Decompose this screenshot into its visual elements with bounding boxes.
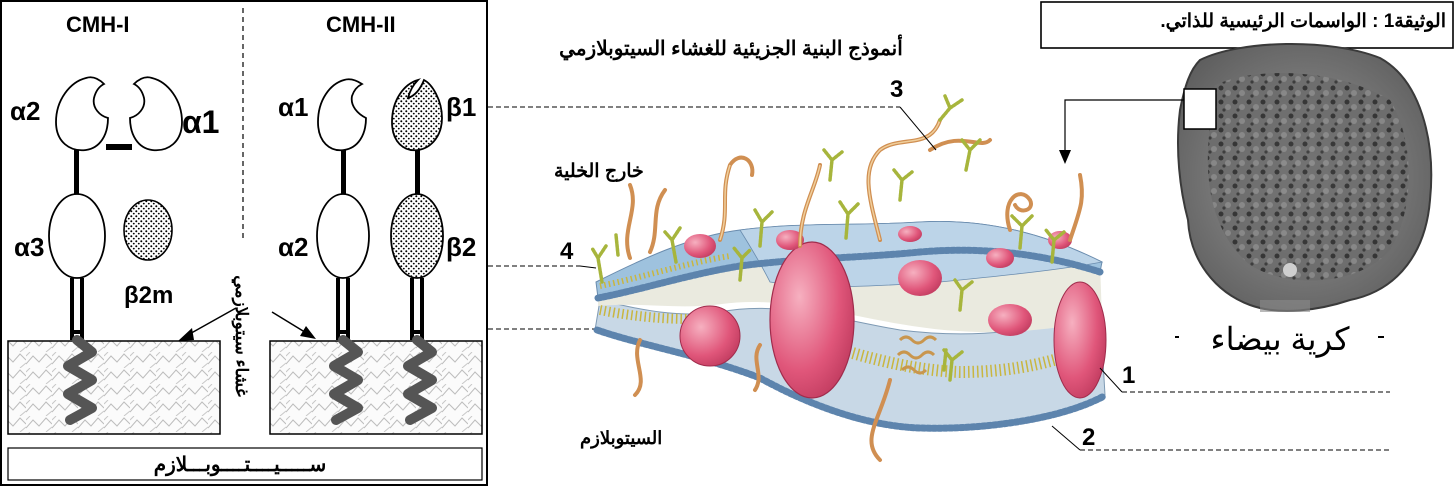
label-class1-beta2m: β2m (124, 282, 173, 310)
label-class1-alpha2: α2 (10, 96, 40, 127)
outside-cell-label: خارج الخلية (554, 160, 644, 183)
integral-protein-large (770, 242, 854, 398)
marker-2: 2 (1082, 424, 1095, 452)
marker-1: 1 (1122, 362, 1135, 390)
cmh-class1-title: CMH-I (66, 12, 130, 38)
document-title: الوثيقة1 : الواسمات الرئيسية للذاتي. (1048, 10, 1446, 33)
label-class2-beta2: β2 (446, 232, 476, 263)
label-class2-alpha2: α2 (278, 232, 308, 263)
label-class2-beta1: β1 (446, 92, 476, 123)
alpha1-domain (130, 77, 182, 150)
cmh-membrane-label: غشاء سيتوبلازمي (231, 261, 251, 411)
membrane-arrow-right (272, 312, 308, 334)
white-blood-cell-image (1178, 44, 1431, 312)
peripheral-protein (680, 306, 740, 366)
integral-protein-right (1054, 282, 1106, 398)
class2-alpha2-domain (317, 194, 369, 278)
zoom-box (1184, 89, 1216, 129)
alpha3-domain (49, 194, 105, 278)
marker-3: 3 (890, 76, 903, 104)
class2-alpha1-domain (318, 79, 366, 150)
leader-4 (580, 266, 596, 268)
label-class1-alpha1: α1 (182, 104, 219, 141)
cytoplasm-label: السيتوبلازم (580, 428, 662, 449)
membrane-model-title: أنموذج البنية الجزيئية للغشاء السيتوبلاز… (496, 36, 966, 61)
label-class1-alpha3: α3 (14, 232, 44, 263)
cmh-membrane-block-right (270, 341, 482, 434)
class2-beta2-domain (391, 194, 443, 278)
cell-caption: كرية بيضاء (1180, 320, 1380, 358)
label-class2-alpha1: α1 (278, 92, 308, 123)
class2-beta1-domain (392, 80, 442, 150)
zoom-arrow (1065, 100, 1184, 150)
beta2m-domain (124, 200, 172, 260)
cmh-membrane-block-left (8, 341, 220, 434)
membrane-arrow-left (186, 308, 236, 336)
alpha2-domain (56, 77, 108, 150)
leader-2 (1052, 426, 1080, 450)
cmh-class2-title: CMH-II (326, 12, 396, 38)
alpha-bridge (106, 144, 132, 150)
marker-4: 4 (560, 238, 573, 266)
cmh-cytoplasm-label: ســـــيــــتــــوبـــلازم (60, 452, 420, 477)
